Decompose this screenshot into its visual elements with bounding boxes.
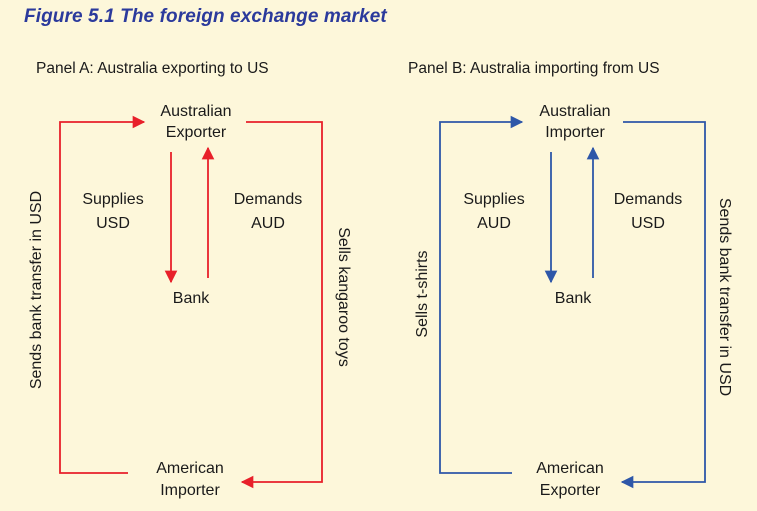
panel-a-top-node-line1: Australian — [160, 103, 231, 120]
panel-a-left-flow-arrow — [59, 115, 146, 474]
panel-b-right-arrow-label-line2: USD — [631, 215, 665, 232]
panel-a-right-flow-arrow — [240, 121, 323, 489]
panel-b-right-flow-arrow — [620, 121, 706, 489]
panel-a-bank: Bank — [173, 290, 210, 307]
panel-b: Australian Importer Bank American Export… — [414, 103, 733, 499]
panel-a: Australian Exporter Bank American Import… — [28, 103, 352, 499]
panel-a-top-node-line2: Exporter — [166, 124, 227, 141]
panel-b-left-side-label: Sells t-shirts — [414, 250, 431, 337]
panel-b-right-side-label: Sends bank transfer in USD — [716, 198, 733, 396]
panel-b-left-arrow-label-line2: AUD — [477, 215, 511, 232]
panel-a-right-side-label: Sells kangaroo toys — [335, 227, 352, 367]
panel-a-bottom-node-line1: American — [156, 460, 224, 477]
panel-a-left-arrow-label-line1: Supplies — [82, 191, 143, 208]
panel-b-left-arrow-label-line1: Supplies — [463, 191, 524, 208]
panel-a-title: Panel A: Australia exporting to US — [36, 60, 269, 77]
panel-a-right-arrow-label-line1: Demands — [234, 191, 302, 208]
panel-b-bottom-node-line2: Exporter — [540, 482, 601, 499]
figure-title: Figure 5.1 The foreign exchange market — [24, 6, 387, 27]
panel-b-top-node-line1: Australian — [539, 103, 610, 120]
panel-b-title: Panel B: Australia importing from US — [408, 60, 660, 77]
panel-b-bank: Bank — [555, 290, 592, 307]
panel-b-right-arrow-label-line1: Demands — [614, 191, 682, 208]
panel-b-bottom-node-line1: American — [536, 460, 604, 477]
panel-b-top-node-line2: Importer — [545, 124, 605, 141]
panel-a-bottom-node-line2: Importer — [160, 482, 220, 499]
panel-a-right-arrow-label-line2: AUD — [251, 215, 285, 232]
panel-b-left-flow-arrow — [439, 115, 524, 474]
panel-a-left-arrow-label-line2: USD — [96, 215, 130, 232]
panel-a-left-side-label: Sends bank transfer in USD — [28, 191, 45, 389]
